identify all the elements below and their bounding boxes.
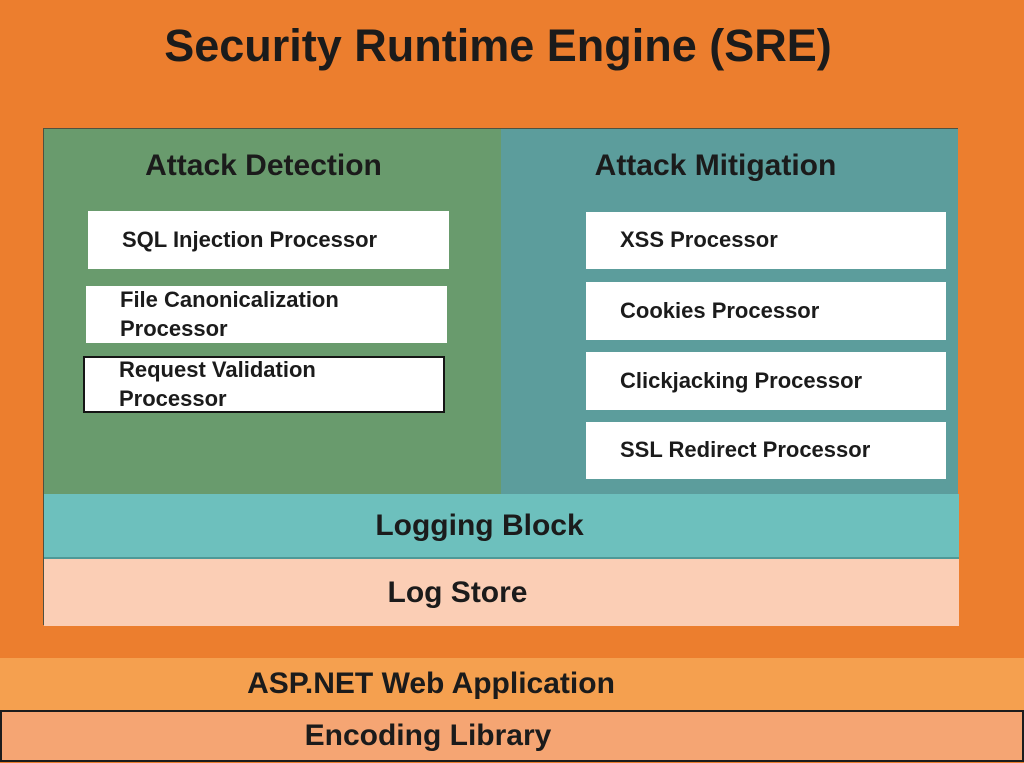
xss-processor-label: XSS Processor xyxy=(620,227,778,253)
clickjacking-processor-box: Clickjacking Processor xyxy=(586,352,946,410)
ssl-redirect-processor-label: SSL Redirect Processor xyxy=(620,437,871,463)
request-validation-processor-box: Request Validation Processor xyxy=(83,356,445,413)
page-title: Security Runtime Engine (SRE) xyxy=(164,20,832,71)
ssl-redirect-processor-box: SSL Redirect Processor xyxy=(586,422,946,479)
file-canonicalization-processor-box: File Canonicalization Processor xyxy=(86,286,447,343)
cookies-processor-box: Cookies Processor xyxy=(586,282,946,340)
logging-block-bar: Logging Block xyxy=(44,494,959,559)
sql-injection-processor-label: SQL Injection Processor xyxy=(122,226,378,252)
attack-mitigation-title: Attack Mitigation xyxy=(594,149,837,182)
attack-mitigation-panel: Attack Mitigation XSS Processor Cookies … xyxy=(501,129,958,494)
request-validation-processor-label: Request Validation Processor xyxy=(119,357,316,411)
encoding-library-bar: Encoding Library xyxy=(0,710,1024,762)
aspnet-web-application-bar: ASP.NET Web Application xyxy=(0,658,1024,710)
log-store-bar: Log Store xyxy=(44,559,959,626)
cookies-processor-label: Cookies Processor xyxy=(620,297,820,323)
sql-injection-processor-box: SQL Injection Processor xyxy=(88,211,449,269)
file-canonicalization-processor-label: File Canonicalization Processor xyxy=(120,287,339,341)
xss-processor-box: XSS Processor xyxy=(586,212,946,269)
clickjacking-processor-label: Clickjacking Processor xyxy=(620,367,863,393)
sre-container: Attack Detection SQL Injection Processor… xyxy=(43,128,959,626)
attack-detection-title: Attack Detection xyxy=(145,149,382,182)
attack-detection-panel: Attack Detection SQL Injection Processor… xyxy=(44,129,501,494)
